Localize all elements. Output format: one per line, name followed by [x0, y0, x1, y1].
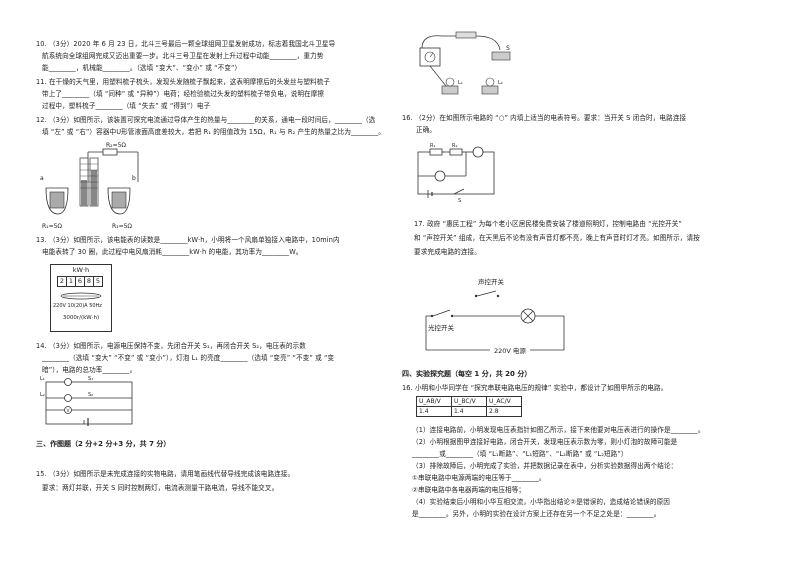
terminal-b-label: b — [132, 175, 136, 182]
q17-line-1: 17. 政府 “惠民工程” 为每个老小区居民楼免费安装了楼道照明灯，控制电路由 … — [414, 220, 682, 228]
heating-apparatus-figure: R₂=5Ω a b R₁=5Ω R₃=5Ω — [40, 142, 139, 230]
q11-line-3: 过程中，塑料梳子________（填 “失去” 或 “得到”）电子 — [42, 102, 211, 110]
switch-s-label: S — [458, 198, 461, 204]
meter-digits: 2 1 6 8 5 — [57, 276, 103, 287]
q14-line-3: 暗”），电路的总功率________。 — [42, 366, 137, 374]
meter-digit: 2 — [58, 277, 67, 286]
s-switch-label: S — [506, 45, 510, 52]
mains-label: 220V 电源 — [494, 346, 526, 355]
q16b-line-6: ①串联电路中电源两端的电压等于________。 — [412, 474, 546, 482]
terminal-a-label: a — [40, 175, 44, 182]
q16b-line-3: （2）小明根据图甲连接好电路，闭合开关，发现电压表示数为零，则小灯泡的故障可能是 — [412, 438, 678, 446]
q16b-line-9: 是________。另外，小明的实验在设计方案上还存在另一个不足之处是：____… — [412, 510, 661, 518]
q10-line-3: 能________，机械能________。（选填 “变大”、“变小” 或 “不… — [42, 64, 242, 72]
q10-line-2: 航系统向全球组网完成又迈出重要一步。北斗三号卫星在发射上升过程中动能______… — [42, 52, 324, 60]
r1-label: R₁=5Ω — [42, 223, 62, 230]
l2-bulb-label: L₂ — [498, 80, 503, 86]
q13-line-2: 电能表转了 30 圈，此过程中电风扇消耗________kW·h 的电能，其功率… — [42, 248, 303, 256]
voltage-table: U_AB/V U_BC/V U_AC/V 1.4 1.4 2.8 — [416, 396, 522, 417]
table-row: 1.4 1.4 2.8 — [416, 406, 522, 417]
q14-line-1: 14. （3分）如图所示，电源电压保持不变，先闭合开关 S₁，再闭合开关 S₂，… — [36, 342, 307, 350]
q16a-line-2: 正确。 — [416, 126, 437, 134]
table-header-cell: U_AC/V — [486, 396, 522, 407]
table-cell: 1.4 — [451, 406, 487, 417]
q11-line-1: 11. 在干燥的天气里，用塑料梳子梳头，发现头发随梳子飘起来，这表明摩擦后的头发… — [36, 78, 331, 86]
r2-label: R₂=5Ω — [106, 142, 126, 149]
q17-circuit-figure: 声控开关 光控开关 220V 电源 — [425, 277, 565, 355]
l2-label: L₂ — [40, 392, 45, 398]
table-header-cell: U_AB/V — [416, 396, 452, 407]
r1-resistor-label: R₁ — [430, 143, 435, 149]
q14-circuit-figure: S₁ S₂ L₁ L₂ V — [40, 376, 133, 426]
l1-bulb-label: L₁ — [458, 80, 463, 86]
q15-line-1: 15. （3分）如图所示是未完成连接的实物电路，请用笔画线代替导线完成该电路连接… — [36, 470, 295, 478]
q16b-line-5: （3）排除故障后，小明完成了实验，并把数据记录在表中，分析实验数据得出两个结论： — [412, 462, 678, 470]
q16b-line-8: （4）实验结束后小明和小华互相交流，小华指出结论②是错误的，造成结论错误的原因 — [412, 498, 670, 506]
q16b-line-1: 16. 小明和小华同学在 “探究串联电路电压的规律” 实验中，都设计了如图甲所示… — [402, 384, 668, 392]
l1-label: L₁ — [40, 376, 45, 382]
q15-physical-circuit-figure: S L₁ L₂ — [419, 31, 511, 95]
q17-line-2: 和 “声控开关” 组成，在天黑后不论有没有声音灯都不亮，晚上有声音时灯才亮。如图… — [414, 234, 700, 242]
q12-line-2: 填 “左” 或 “右”）容器中U形管液面高度差较大，若把 R₁ 的阻值改为 15… — [42, 128, 385, 136]
meter-spec: 220V 10(20)A 50Hz — [53, 303, 102, 309]
r2-resistor-label: R₂ — [452, 143, 457, 149]
light-switch-label: 光控开关 — [428, 323, 455, 332]
electricity-meter: kW·h 2 1 6 8 5 220V 10(20)A 50Hz 3000r/(… — [50, 264, 112, 332]
q16b-line-7: ②串联电路中各电器两端的电压相等； — [412, 486, 526, 494]
table-row: U_AB/V U_BC/V U_AC/V — [416, 396, 522, 407]
q16a-line-1: 16. （2分）在如图所示电路的 “○” 内填上适当的电表符号。要求：当开关 S… — [402, 114, 687, 122]
meter-digit: 5 — [95, 277, 101, 285]
q16b-line-4: ________或________（填 “L₁断路”、“L₁短路”、“L₂断路”… — [412, 450, 628, 458]
q16b-line-2: （1）连接电路前，小明发现电压表指针如图乙所示，接下来他要对电压表进行的操作是_… — [412, 426, 705, 434]
q16a-circuit-figure: R₁ R₂ S — [417, 143, 495, 204]
table-header-cell: U_BC/V — [451, 396, 487, 407]
meter-disc-icon — [60, 292, 102, 300]
table-cell: 2.8 — [486, 406, 522, 417]
s1-label: S₁ — [88, 376, 93, 382]
q12-line-1: 12. （3分）如图所示，该装置可探究电流通过导体产生的热量与________的… — [36, 116, 376, 124]
meter-rate: 3000r/(kW·h) — [62, 315, 100, 321]
q13-line-1: 13. （3分）如图所示，该电能表的读数是________kW·h，小明将一个风… — [36, 236, 340, 244]
meter-unit: kW·h — [72, 266, 90, 274]
q14-line-2: ________（选填 “变大” “不变” 或 “变小”），灯泡 L₁ 的亮度_… — [42, 354, 335, 362]
table-cell: 1.4 — [416, 406, 452, 417]
s2-label: S₂ — [88, 392, 93, 398]
q11-line-2: 带上了________（填 “同种” 或 “异种”）电荷；经检验梳过头发的塑料梳… — [42, 90, 325, 98]
r3-label: R₃=5Ω — [112, 223, 132, 230]
q15-line-2: 要求：两灯并联，开关 S 同时控制两灯，电流表测量干路电流，导线不能交叉。 — [42, 484, 279, 492]
drawing-section-title: 三、作图题（2 分+2 分+3 分，共 7 分） — [36, 440, 171, 448]
experiment-section-title: 四、实验探究题（每空 1 分，共 20 分） — [402, 370, 532, 378]
meter-digit: 8 — [85, 277, 94, 286]
meter-digit: 6 — [76, 277, 85, 286]
voltmeter-label: V — [67, 408, 71, 414]
sound-switch-label: 声控开关 — [478, 277, 505, 286]
q10-line-1: 10. （3分）2020 年 6 月 23 日，北斗三号最后一颗全球组网卫星发射… — [36, 40, 336, 48]
q17-line-3: 要求完成电路的连接。 — [414, 248, 481, 256]
meter-digit: 1 — [67, 277, 76, 286]
